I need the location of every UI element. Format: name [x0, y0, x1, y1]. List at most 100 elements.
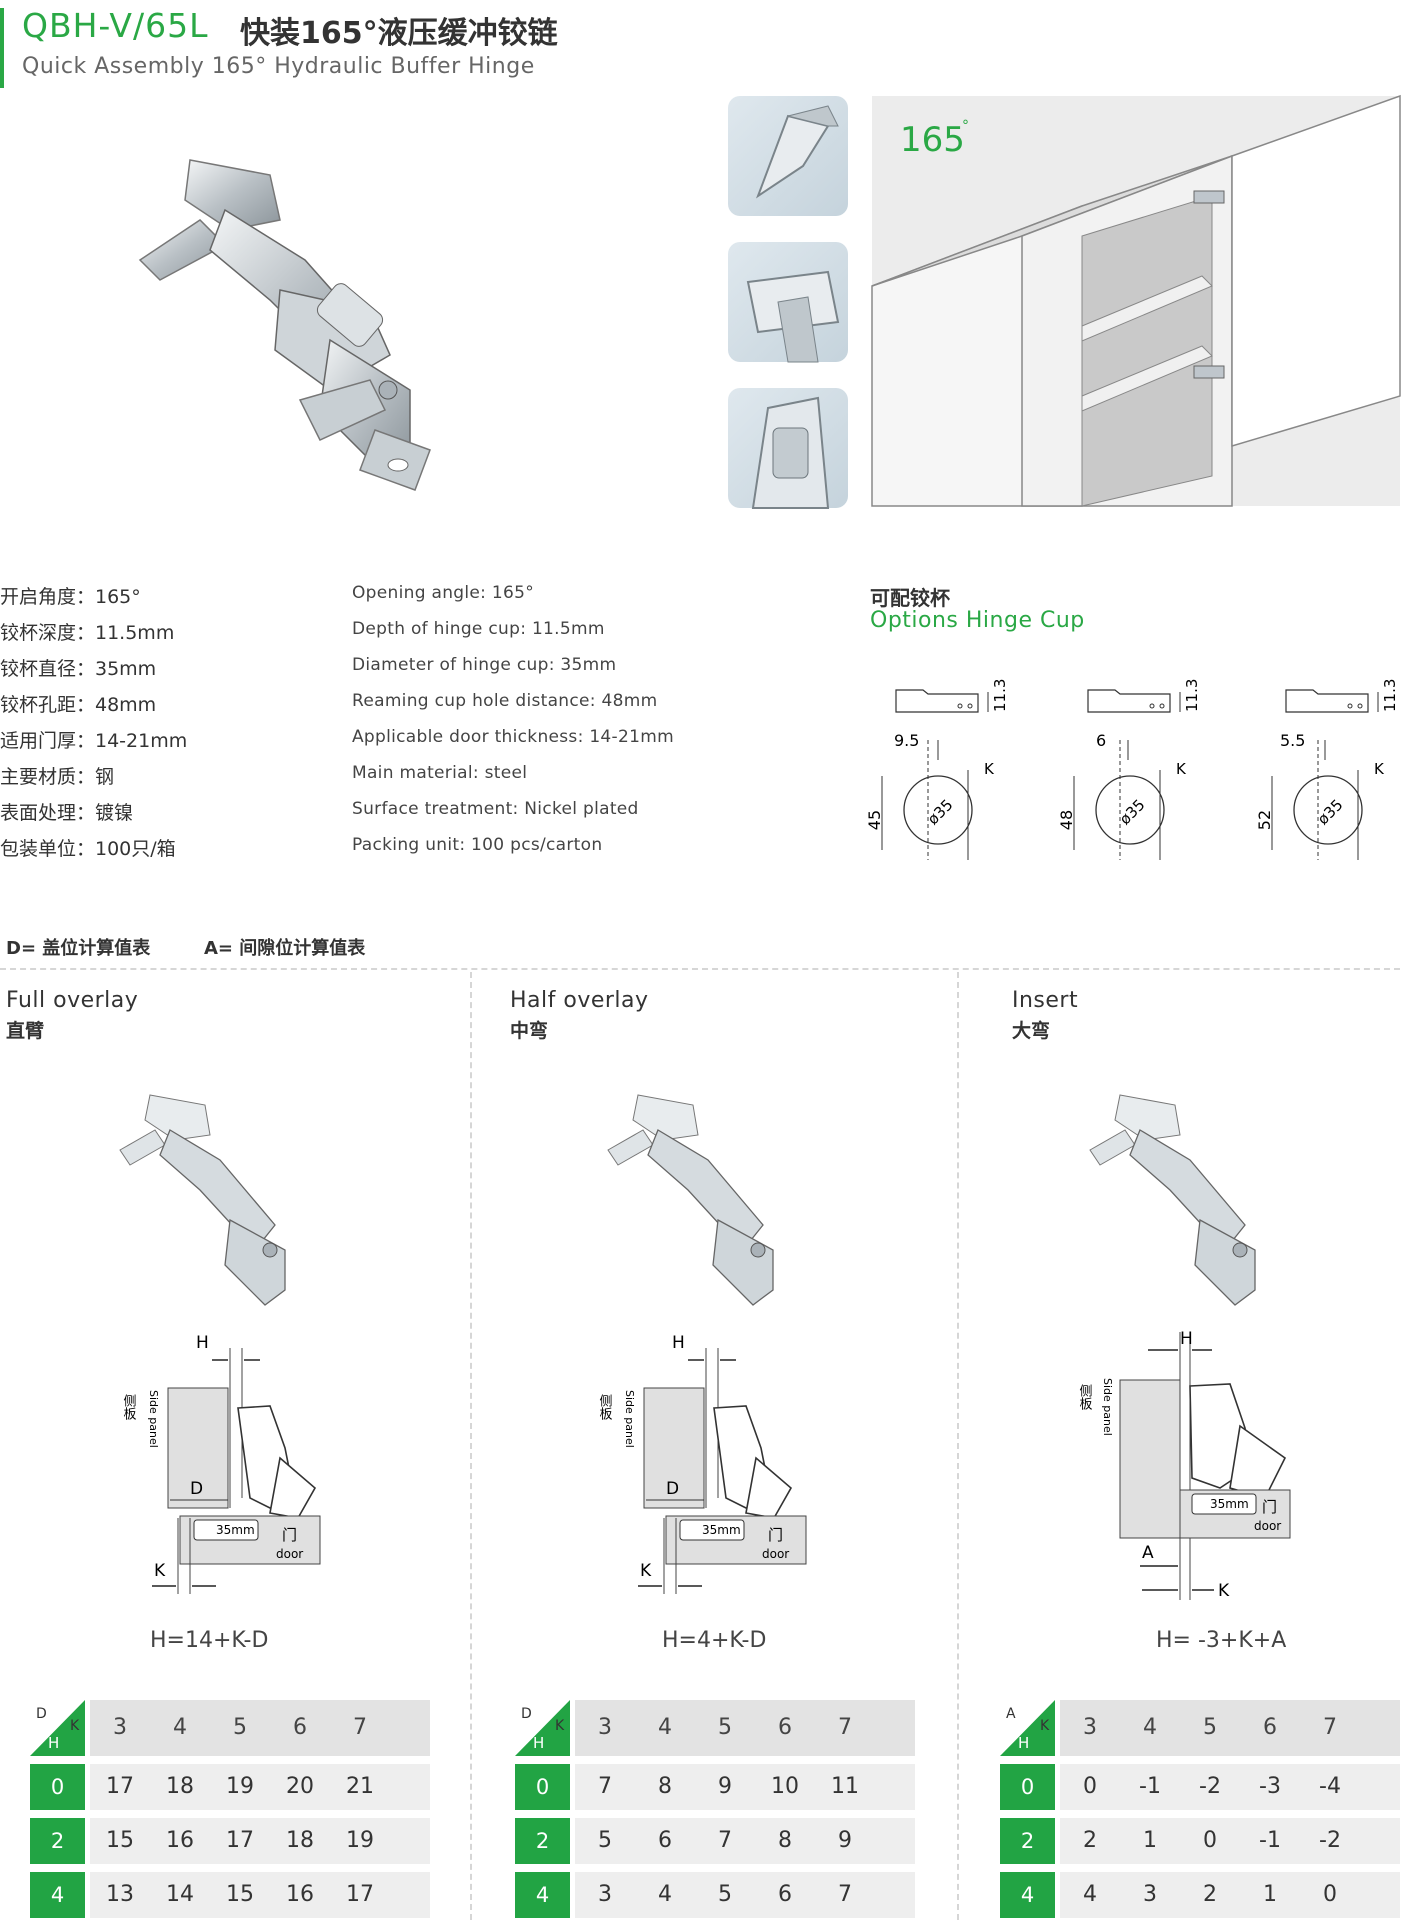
cup-depth: 11.3 — [1381, 679, 1399, 712]
k-value: 4 — [658, 1715, 672, 1740]
row-cells: 0 -1 -2 -3 -4 — [1060, 1764, 1400, 1810]
k-value: 7 — [1323, 1715, 1337, 1740]
side-panel-cn: 侧板 — [1077, 1384, 1093, 1411]
table-cell: 11 — [831, 1774, 859, 1799]
hinge-cup-diagram: 11.3 5.5 K ø35 52 — [1255, 679, 1399, 860]
table-row: 2 15 16 17 18 19 — [30, 1818, 430, 1864]
spec-en: Main material: steel — [352, 763, 528, 783]
table-row: 2 2 1 0 -1 -2 — [1000, 1818, 1400, 1864]
opening-angle-unit: ° — [962, 118, 969, 134]
header-accent-bar — [0, 8, 4, 88]
table-cell: 3 — [1143, 1882, 1157, 1907]
h-value: 0 — [1000, 1764, 1055, 1810]
table-cell: 6 — [778, 1882, 792, 1907]
corner-top-label: D — [36, 1706, 47, 1722]
table-corner: D K H — [30, 1700, 85, 1756]
door-en: door — [276, 1547, 303, 1561]
table-row: 4 3 4 5 6 7 — [515, 1872, 915, 1918]
table-cell: 7 — [838, 1882, 852, 1907]
k-value: 5 — [718, 1715, 732, 1740]
door-cn: 门 — [282, 1526, 297, 1544]
table-cell: 19 — [346, 1828, 374, 1853]
table-cell: 14 — [166, 1882, 194, 1907]
k-value: 4 — [173, 1715, 187, 1740]
formula-insert: H= -3+K+A — [1156, 1628, 1287, 1653]
label-k: K — [154, 1561, 166, 1581]
table-cell: 0 — [1083, 1774, 1097, 1799]
side-panel-en: Side panel — [623, 1390, 636, 1448]
cup-depth: 11.3 — [1183, 679, 1201, 712]
title-english: Quick Assembly 165° Hydraulic Buffer Hin… — [22, 54, 535, 79]
label-d: D — [190, 1479, 203, 1499]
options-title-cn: 可配铰杯 — [870, 586, 950, 610]
table-cell: 9 — [718, 1774, 732, 1799]
k-value: 6 — [1263, 1715, 1277, 1740]
door-cn: 门 — [1262, 1498, 1277, 1516]
table-row: 0 0 -1 -2 -3 -4 — [1000, 1764, 1400, 1810]
spec-cn: 包装单位：100只/箱 — [0, 838, 176, 860]
hinge-half-overlay-image — [607, 1094, 774, 1306]
table-cell: -2 — [1319, 1828, 1341, 1853]
section-divider — [0, 968, 1400, 970]
cup-diameter: ø35 — [924, 796, 957, 829]
k-value: 7 — [353, 1715, 367, 1740]
row-cells: 7 8 9 10 11 — [575, 1764, 915, 1810]
label-a: A — [1142, 1543, 1154, 1563]
k-value: 3 — [1083, 1715, 1097, 1740]
cup-offset: 9.5 — [894, 731, 919, 750]
table-cell: 4 — [658, 1882, 672, 1907]
table-cell: 10 — [771, 1774, 799, 1799]
spec-en: Surface treatment: Nickel plated — [352, 799, 639, 819]
table-cell: 4 — [1083, 1882, 1097, 1907]
table-corner: D K H — [515, 1700, 570, 1756]
row-cells: 3 4 5 6 7 — [575, 1872, 915, 1918]
corner-k-label: K — [555, 1718, 565, 1734]
corner-top-label: D — [521, 1706, 532, 1722]
table-row: 2 5 6 7 8 9 — [515, 1818, 915, 1864]
table-cell: 3 — [598, 1882, 612, 1907]
row-cells: 4 3 2 1 0 — [1060, 1872, 1400, 1918]
thumbnail-hinge-detail — [728, 388, 848, 509]
table-cell: 16 — [286, 1882, 314, 1907]
full-overlay-diagram: 侧板 Side panel H D 35mm 门 door K — [121, 1333, 321, 1594]
spec-en: Reaming cup hole distance: 48mm — [352, 691, 658, 711]
cup-distance: 52 — [1255, 810, 1274, 830]
table-cell: 13 — [106, 1882, 134, 1907]
table-row: 4 13 14 15 16 17 — [30, 1872, 430, 1918]
k-header-cells: 3 4 5 6 7 — [90, 1700, 430, 1756]
cup-diameter: ø35 — [1116, 796, 1149, 829]
k-value: 3 — [598, 1715, 612, 1740]
k-value: 4 — [1143, 1715, 1157, 1740]
door-en: door — [1254, 1519, 1281, 1533]
side-panel-en: Side panel — [147, 1390, 160, 1448]
table-cell: 0 — [1323, 1882, 1337, 1907]
cup-k: K — [1374, 760, 1385, 778]
insert-title-cn: 大弯 — [1012, 1020, 1051, 1042]
formula-half-overlay: H=4+K-D — [662, 1628, 767, 1653]
title-chinese: 快装165°液压缓冲铰链 — [240, 16, 558, 51]
table-cell: 7 — [598, 1774, 612, 1799]
k-value: 5 — [1203, 1715, 1217, 1740]
spec-cn: 铰杯深度：11.5mm — [0, 622, 175, 644]
spec-cn: 适用门厚：14-21mm — [0, 730, 188, 752]
cup-diameter: ø35 — [1314, 796, 1347, 829]
table-cell: 20 — [286, 1774, 314, 1799]
table-cell: 5 — [598, 1828, 612, 1853]
label-h: H — [672, 1333, 685, 1353]
h-value: 2 — [515, 1818, 570, 1864]
side-panel-cn: 侧板 — [597, 1394, 613, 1421]
row-cells: 5 6 7 8 9 — [575, 1818, 915, 1864]
full-overlay-title-cn: 直臂 — [6, 1020, 45, 1042]
row-cells: 13 14 15 16 17 — [90, 1872, 430, 1918]
spec-cn: 开启角度：165° — [0, 586, 141, 608]
k-header-cells: 3 4 5 6 7 — [575, 1700, 915, 1756]
formula-full-overlay: H=14+K-D — [150, 1628, 269, 1653]
h-value: 0 — [515, 1764, 570, 1810]
cup-depth: 11.3 — [991, 679, 1009, 712]
table-cell: -4 — [1319, 1774, 1341, 1799]
corner-top-label: A — [1006, 1706, 1016, 1722]
calc-a-label: A= 间隙位计算值表 — [204, 938, 366, 959]
table-header-row: A K H 3 4 5 6 7 — [1000, 1700, 1400, 1756]
table-cell: 21 — [346, 1774, 374, 1799]
spec-en: Opening angle: 165° — [352, 583, 535, 603]
